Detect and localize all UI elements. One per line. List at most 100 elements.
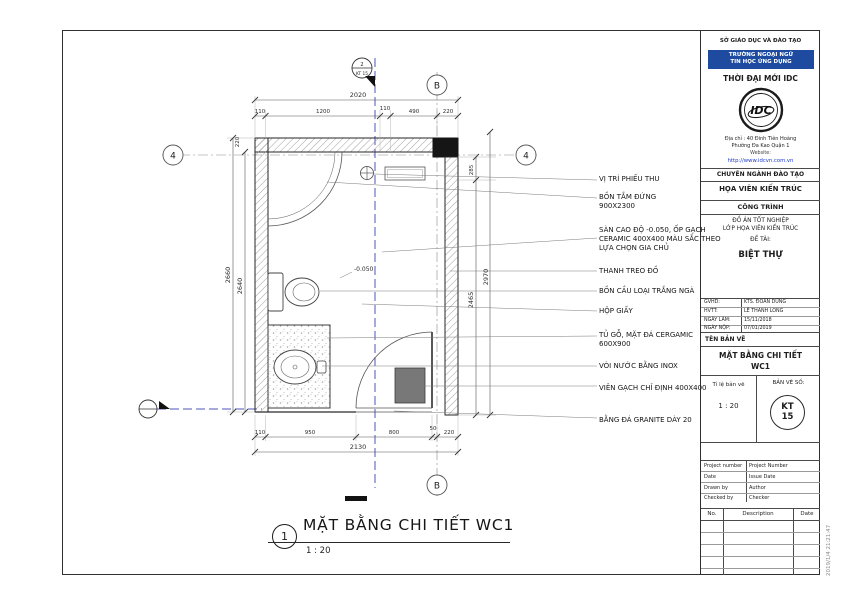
view-title-underline [268, 542, 510, 543]
section-sheet-ref: KT 15 [356, 71, 368, 77]
grid-bubble-B-top: B [426, 74, 448, 96]
logo-text: IDC [750, 104, 771, 117]
date-made-value: 15/11/2018 [744, 318, 772, 323]
callout-hanging-bar: THANH TREO ĐỒ [599, 267, 659, 275]
school-name-banner: TRƯỜNG NGOẠI NGỮ TIN HỌC ỨNG DỤNG [708, 50, 814, 69]
shower-enclosure [267, 151, 343, 227]
grid-bubble-B-bottom: B [426, 474, 448, 496]
dim-bottom: 110 950 800 50 220 2130 [251, 426, 462, 456]
svg-text:220: 220 [443, 109, 454, 115]
project-line2: LỚP HỌA VIÊN KIẾN TRÚC [722, 226, 799, 232]
rev-no-header: No. [707, 511, 717, 517]
view-number: 1 [281, 530, 288, 543]
sheet-number-bubble: KT 15 [770, 395, 805, 430]
svg-text:B: B [434, 82, 440, 92]
svg-text:490: 490 [409, 109, 420, 115]
svg-text:110: 110 [255, 430, 266, 436]
ministry-name: SỞ GIÁO DỤC VÀ ĐÀO TẠO [719, 38, 802, 44]
wall-column-solid [432, 137, 459, 158]
svg-text:2465: 2465 [467, 292, 475, 309]
grid-bubble-4-right: 4 [515, 144, 537, 166]
scale-label: Tỉ lệ bản vẽ [712, 382, 745, 388]
level-text: -0.050 [354, 266, 374, 273]
drawn-by-label: Drawn by [704, 485, 728, 491]
project-line1: ĐỒ ÁN TỐT NGHIỆP [732, 218, 789, 224]
sheet-border-frame [62, 30, 820, 575]
section-arrow-icon [365, 76, 375, 87]
project-header: CÔNG TRÌNH [737, 203, 784, 211]
callout-floor-tile: SÀN CAO ĐỘ -0.050, ỐP GẠCH CERAMIC 400X4… [599, 226, 721, 253]
address-line2: Phường Đa Kao Quận 1 [731, 143, 790, 149]
title-block: SỞ GIÁO DỤC VÀ ĐÀO TẠO TRƯỜNG NGOẠI NGỮ … [700, 30, 820, 575]
project-number-label: Project number [704, 463, 743, 469]
dept-header: CHUYÊN NGÀNH ĐÀO TẠO [716, 171, 805, 178]
sheet-no-line1: KT [781, 401, 794, 412]
address-line1: Địa chỉ : 40 Đinh Tiên Hoàng [724, 136, 797, 142]
callout-paper-box: HỘP GIẤY [599, 307, 633, 315]
wall-top [254, 137, 434, 153]
website-label: Website: [750, 151, 771, 156]
svg-text:2020: 2020 [350, 91, 367, 99]
callout-floor-drain: VỊ TRÍ PHIẾU THU [599, 175, 660, 183]
svg-text:4: 4 [170, 152, 176, 162]
dept-name: HỌA VIÊN KIẾN TRÚC [719, 185, 802, 193]
section-marker-top: 2 KT 15 [351, 57, 375, 87]
topic-name: BIỆT THỰ [738, 250, 783, 260]
svg-text:285: 285 [469, 164, 475, 175]
svg-text:110: 110 [255, 109, 266, 115]
svg-text:2130: 2130 [350, 443, 367, 451]
grid-bubble-4-left: 4 [162, 144, 184, 166]
section-cut-bar [345, 496, 367, 501]
section-arrow-icon [159, 401, 170, 409]
scale-value: 1 : 20 [718, 402, 739, 410]
rev-desc-header: Description [742, 511, 774, 517]
view-number-bubble: 1 [272, 524, 297, 549]
dim-right: 285 2465 2970 [467, 128, 494, 419]
svg-text:220: 220 [444, 430, 455, 436]
sheet-no-label: BẢN VẼ SỐ: [772, 380, 805, 386]
duct-block [394, 367, 426, 404]
wall-right [444, 156, 459, 416]
vanity-counter [267, 324, 331, 409]
callout-leaders [320, 173, 598, 419]
checked-by-value: Checker [749, 495, 770, 501]
rev-date-header: Date [800, 511, 814, 517]
school-name-line2: TIN HỌC ỨNG DỤNG [730, 59, 792, 66]
brand-name: THỜI ĐẠI MỚI IDC [723, 74, 798, 83]
svg-text:800: 800 [389, 430, 400, 436]
svg-text:220: 220 [235, 136, 241, 147]
svg-text:110: 110 [380, 106, 391, 112]
sheet-no-line2: 15 [781, 411, 794, 422]
dim-left: 220 2660 2640 [224, 134, 249, 416]
toilet [267, 272, 320, 312]
floor-plan-drawing: 2 KT 15 4 4 B B [138, 57, 598, 498]
section-number: 2 [360, 62, 363, 68]
topic-label: ĐỀ TÀI: [750, 237, 771, 243]
sheet-name: MẶT BẰNG CHI TIẾT WC1 [719, 351, 802, 371]
callout-faucet: VÒI NƯỚC BẰNG INOX [599, 362, 678, 370]
callout-cabinet: TỦ GỖ, MẶT ĐÁ CERGAMIC 600X900 [599, 331, 694, 349]
callout-toilet: BỒN CẦU LOẠI TRẮNG NGÀ [599, 287, 695, 295]
svg-text:2660: 2660 [224, 267, 232, 284]
svg-text:50: 50 [430, 426, 437, 432]
project-number-value: Project Number [749, 463, 788, 469]
date-submit-value: 07/01/2019 [744, 326, 772, 331]
svg-text:1200: 1200 [316, 109, 330, 115]
view-title: MẶT BẰNG CHI TIẾT WC1 [303, 516, 515, 534]
svg-text:2640: 2640 [236, 278, 244, 295]
svg-text:950: 950 [305, 430, 316, 436]
issue-date-value: Issue Date [749, 474, 776, 480]
date-made-label: NGÀY LÀM: [704, 318, 731, 323]
drawn-by-value: Author [749, 485, 766, 491]
wall-shelf [384, 166, 426, 181]
floor-drain [360, 166, 374, 180]
faucet [316, 360, 327, 374]
website-url: http://www.idcvn.com.vn [727, 158, 794, 164]
level-marker: -0.050 [339, 266, 374, 279]
svg-text:B: B [434, 482, 440, 492]
callout-shower: BỒN TẮM ĐỨNG 900X2300 [599, 193, 657, 211]
wall-left [254, 137, 269, 413]
callout-border-tile: VIÊN GẠCH CHỈ ĐỊNH 400X400 [599, 384, 707, 392]
date-submit-label: NGÀY NỘP: [704, 326, 731, 331]
